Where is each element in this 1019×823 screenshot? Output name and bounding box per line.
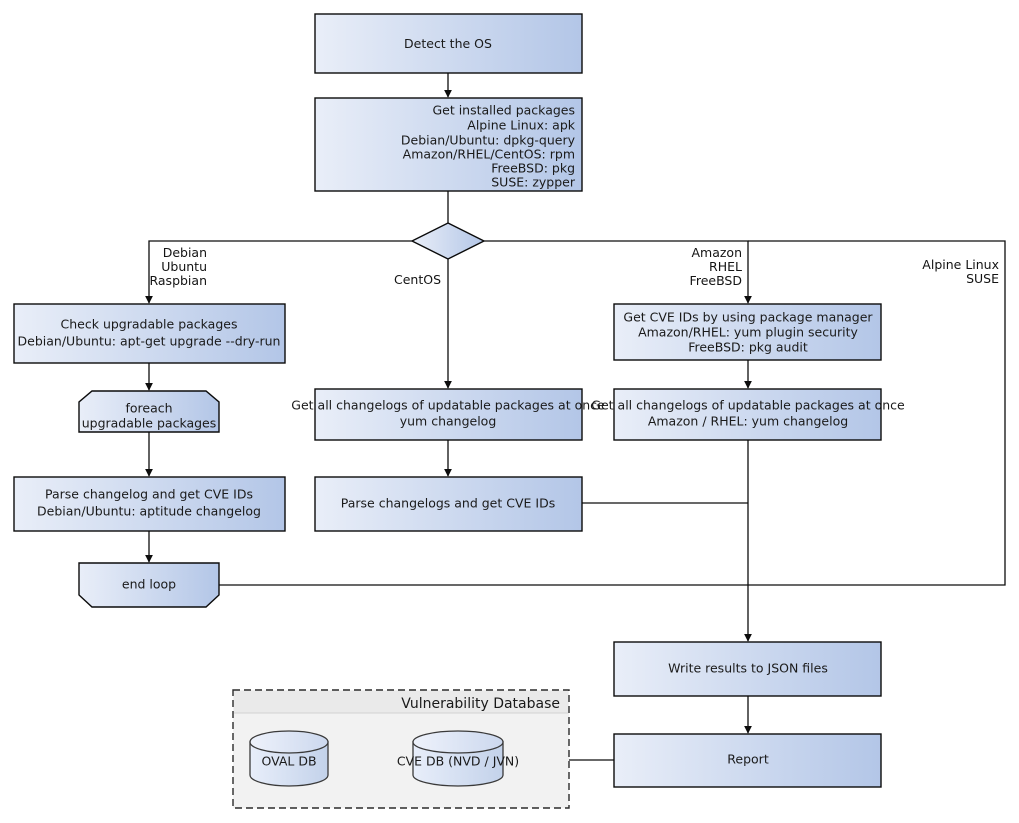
node-parse-changelog-debian[interactable]: Parse changelog and get CVE IDs Debian/U… <box>13 476 286 532</box>
branch-amazon-line-1: RHEL <box>709 259 742 274</box>
node-changelogs-centos[interactable]: Get all changelogs of updatable packages… <box>291 388 605 441</box>
node-report-label: Report <box>727 752 769 767</box>
group-title-label: Vulnerability Database <box>401 696 560 712</box>
node-os-decision[interactable] <box>410 222 486 260</box>
db-cve[interactable]: CVE DB (NVD / JVN) <box>397 730 519 787</box>
node-foreach-loop[interactable]: foreach upgradable packages <box>78 390 220 433</box>
node-write-results[interactable]: Write results to JSON files <box>613 641 882 697</box>
node-end-loop-label: end loop <box>122 577 176 592</box>
branch-label-centos: CentOS <box>394 272 441 287</box>
db-oval-label: OVAL DB <box>261 754 316 769</box>
node-get-cve-line-0: Get CVE IDs by using package manager <box>623 310 873 325</box>
branch-amazon-line-2: FreeBSD <box>690 273 742 288</box>
group-vulnerability-database: Vulnerability Database OVAL DB CVE DB (N… <box>232 689 570 809</box>
node-report[interactable]: Report <box>613 733 882 788</box>
branch-centos-line-0: CentOS <box>394 272 441 287</box>
branch-label-alpine: Alpine Linux SUSE <box>922 257 999 286</box>
node-check-upgradable[interactable]: Check upgradable packages Debian/Ubuntu:… <box>13 303 286 364</box>
node-parse-debian-line-0: Parse changelog and get CVE IDs <box>45 487 253 502</box>
node-packages-line-5: SUSE: zypper <box>491 175 576 190</box>
node-packages-line-4: FreeBSD: pkg <box>491 161 575 176</box>
edges-layer <box>145 73 1006 761</box>
db-cve-label: CVE DB (NVD / JVN) <box>397 754 519 769</box>
node-detect-os-label: Detect the OS <box>404 36 492 51</box>
node-parse-debian-line-1: Debian/Ubuntu: aptitude changelog <box>37 504 261 519</box>
node-get-installed-packages[interactable]: Get installed packages Alpine Linux: apk… <box>314 97 583 192</box>
branch-debian-line-2: Raspbian <box>149 273 207 288</box>
db-oval[interactable]: OVAL DB <box>249 730 329 787</box>
node-get-cve-line-1: Amazon/RHEL: yum plugin security <box>638 325 858 340</box>
node-check-upgradable-line-0: Check upgradable packages <box>61 317 238 332</box>
node-changelogs-centos-line-1: yum changelog <box>400 414 497 429</box>
node-changelogs-amazon[interactable]: Get all changelogs of updatable packages… <box>591 388 905 441</box>
node-foreach-line-0: foreach <box>125 401 172 416</box>
node-get-cve-package-manager[interactable]: Get CVE IDs by using package manager Ama… <box>613 303 882 361</box>
node-changelogs-centos-line-0: Get all changelogs of updatable packages… <box>291 398 605 413</box>
branch-label-debian: Debian Ubuntu Raspbian <box>149 245 207 288</box>
edge-decision-to-debian <box>145 240 412 304</box>
branch-label-amazon: Amazon RHEL FreeBSD <box>690 245 742 288</box>
node-packages-line-1: Alpine Linux: apk <box>467 118 575 133</box>
node-check-upgradable-line-1: Debian/Ubuntu: apt-get upgrade --dry-run <box>18 334 281 349</box>
branch-debian-line-1: Ubuntu <box>161 259 207 274</box>
node-end-loop[interactable]: end loop <box>78 562 220 608</box>
node-changelogs-amazon-line-1: Amazon / RHEL: yum changelog <box>648 414 848 429</box>
node-get-cve-line-2: FreeBSD: pkg audit <box>688 340 808 355</box>
node-parse-changelogs-centos-label: Parse changelogs and get CVE IDs <box>341 496 555 511</box>
branch-alpine-line-0: Alpine Linux <box>922 257 999 272</box>
node-detect-os[interactable]: Detect the OS <box>314 13 583 74</box>
node-foreach-line-1: upgradable packages <box>82 416 217 431</box>
node-packages-line-0: Get installed packages <box>432 103 575 118</box>
node-changelogs-amazon-line-0: Get all changelogs of updatable packages… <box>591 398 905 413</box>
branch-amazon-line-0: Amazon <box>691 245 742 260</box>
node-write-results-label: Write results to JSON files <box>668 661 828 676</box>
node-packages-line-3: Amazon/RHEL/CentOS: rpm <box>403 147 575 162</box>
branch-debian-line-0: Debian <box>163 245 207 260</box>
branch-alpine-line-1: SUSE <box>966 271 999 286</box>
node-parse-changelogs-centos[interactable]: Parse changelogs and get CVE IDs <box>314 476 583 532</box>
node-packages-line-2: Debian/Ubuntu: dpkg-query <box>401 133 576 148</box>
edge-decision-to-alpine <box>748 240 1006 586</box>
